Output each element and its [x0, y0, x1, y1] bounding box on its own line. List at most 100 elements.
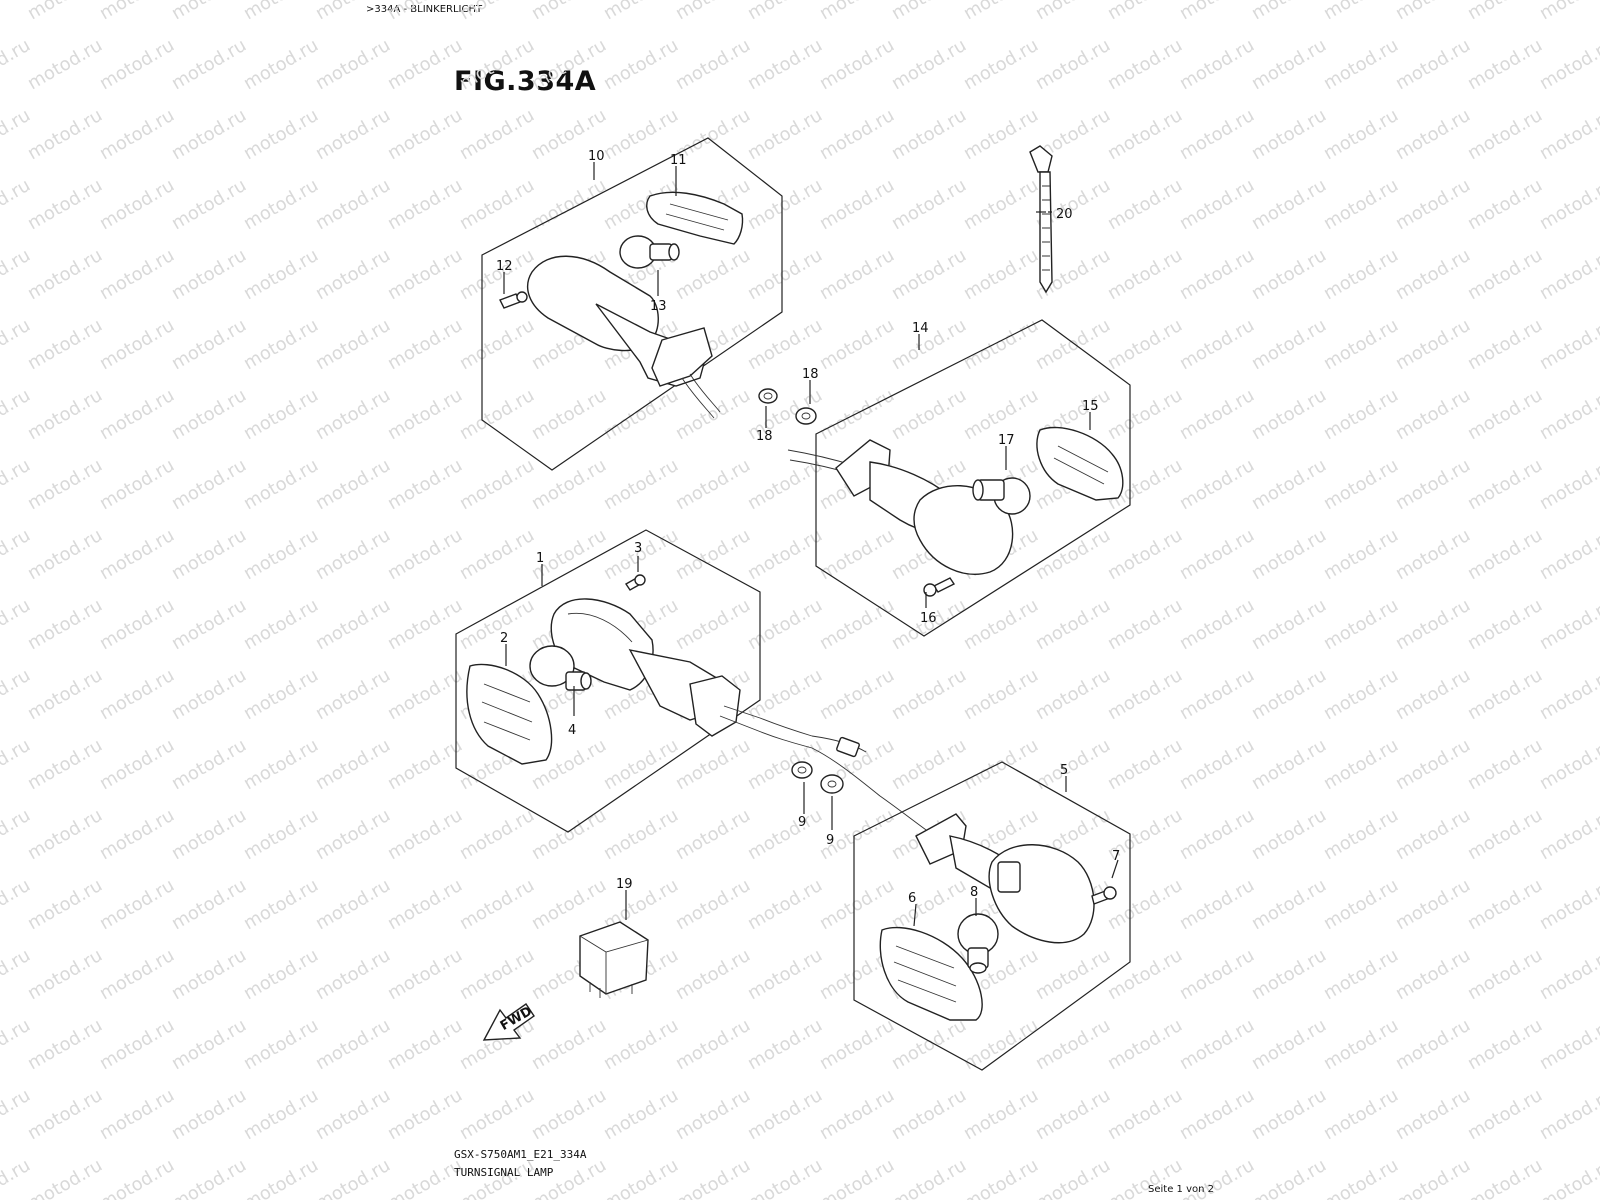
watermark-text: motod.ru	[1104, 945, 1186, 1004]
callout-20: 20	[1056, 207, 1073, 222]
watermark-text: motod.ru	[384, 595, 466, 654]
watermark-text: motod.ru	[672, 735, 754, 794]
watermark-text: motod.ru	[1392, 525, 1474, 584]
watermark-text: motod.ru	[384, 525, 466, 584]
watermark-text: motod.ru	[888, 245, 970, 304]
watermark-text: motod.ru	[528, 875, 610, 934]
watermark-text: motod.ru	[600, 385, 682, 444]
watermark-text: motod.ru	[1176, 805, 1258, 864]
watermark-text: motod.ru	[240, 245, 322, 304]
watermark-text: motod.ru	[1464, 1155, 1546, 1200]
watermark-text: motod.ru	[96, 105, 178, 164]
watermark-text: motod.ru	[1536, 105, 1600, 164]
callout-17: 17	[998, 433, 1015, 448]
watermark-text: motod.ru	[888, 175, 970, 234]
watermark-text: motod.ru	[1392, 35, 1474, 94]
watermark-text: motod.ru	[1176, 1015, 1258, 1074]
watermark-text: motod.ru	[1320, 665, 1402, 724]
watermark-text: motod.ru	[168, 315, 250, 374]
watermark-text: motod.ru	[312, 945, 394, 1004]
watermark-text: motod.ru	[816, 245, 898, 304]
callout-10: 10	[588, 149, 605, 164]
callout-16: 16	[920, 611, 937, 626]
watermark-text: motod.ru	[1176, 525, 1258, 584]
watermark-text: motod.ru	[744, 945, 826, 1004]
watermark-text: motod.ru	[1536, 315, 1600, 374]
watermark-text: motod.ru	[456, 805, 538, 864]
watermark-text: motod.ru	[672, 525, 754, 584]
watermark-text: motod.ru	[1248, 805, 1330, 864]
callout-18b: 18	[756, 429, 773, 444]
watermark-text: motod.ru	[1320, 805, 1402, 864]
watermark-text: motod.ru	[312, 805, 394, 864]
watermark-text: motod.ru	[168, 245, 250, 304]
watermark-text: motod.ru	[528, 35, 610, 94]
watermark-text: motod.ru	[1248, 455, 1330, 514]
watermark-text: motod.ru	[816, 175, 898, 234]
watermark-text: motod.ru	[24, 245, 106, 304]
watermark-text: motod.ru	[24, 175, 106, 234]
watermark-text: motod.ru	[168, 1155, 250, 1200]
watermark-text: motod.ru	[672, 805, 754, 864]
watermark-text: motod.ru	[1032, 1015, 1114, 1074]
watermark-text: motod.ru	[816, 875, 898, 934]
watermark-text: motod.ru	[600, 0, 682, 24]
watermark-text: motod.ru	[240, 175, 322, 234]
callout-14: 14	[912, 321, 929, 336]
watermark-text: motod.ru	[816, 315, 898, 374]
watermark-text: motod.ru	[672, 385, 754, 444]
figure-title: FIG.334A	[454, 66, 597, 97]
watermark-text: motod.ru	[456, 875, 538, 934]
watermark-text: motod.ru	[96, 595, 178, 654]
watermark-text: motod.ru	[312, 0, 394, 24]
callout-labels: 10 11 12 13 14 15 16 17 18 18 20 1 2 3 4…	[496, 149, 1120, 906]
watermark-text: motod.ru	[744, 665, 826, 724]
watermark-text: motod.ru	[1536, 945, 1600, 1004]
watermark-text: motod.ru	[1536, 35, 1600, 94]
watermark-text: motod.ru	[312, 875, 394, 934]
watermark-text: motod.ru	[1320, 1015, 1402, 1074]
watermark-text: motod.ru	[312, 455, 394, 514]
watermark-text: motod.ru	[312, 1155, 394, 1200]
watermark-text: motod.ru	[240, 35, 322, 94]
watermark-text: motod.ru	[1392, 105, 1474, 164]
callout-2: 2	[500, 631, 508, 646]
watermark-text: motod.ru	[240, 735, 322, 794]
watermark-text: motod.ru	[600, 1085, 682, 1144]
watermark-text: motod.ru	[672, 1085, 754, 1144]
watermark-text: motod.ru	[672, 0, 754, 24]
watermark-text: motod.ru	[456, 35, 538, 94]
watermark-text: motod.ru	[312, 665, 394, 724]
watermark-text: motod.ru	[1536, 385, 1600, 444]
callout-15: 15	[1082, 399, 1099, 414]
watermark-text: motod.ru	[600, 35, 682, 94]
bulb-4	[529, 645, 575, 687]
watermark-text: motod.ru	[744, 1085, 826, 1144]
watermark-text: motod.ru	[1536, 875, 1600, 934]
watermark-text: motod.ru	[1464, 805, 1546, 864]
watermark-text: motod.ru	[1176, 735, 1258, 794]
watermark-text: motod.ru	[1320, 595, 1402, 654]
watermark-text: motod.ru	[1464, 0, 1546, 24]
watermark-text: motod.ru	[384, 105, 466, 164]
watermark-text: motod.ru	[672, 875, 754, 934]
watermark-text: motod.ru	[600, 1155, 682, 1200]
watermark-text: motod.ru	[24, 105, 106, 164]
watermark-text: motod.ru	[312, 105, 394, 164]
watermark-text: motod.ru	[1320, 525, 1402, 584]
watermark-text: motod.ru	[1464, 245, 1546, 304]
watermark-text: motod.ru	[312, 245, 394, 304]
watermark-text: motod.ru	[24, 1085, 106, 1144]
front-turnsignal-left	[466, 574, 941, 841]
watermark-text: motod.ru	[168, 945, 250, 1004]
watermark-text: motod.ru	[744, 105, 826, 164]
watermark-text: motod.ru	[528, 455, 610, 514]
watermark-text: motod.ru	[960, 1085, 1042, 1144]
callout-13: 13	[650, 299, 667, 314]
watermark-text: motod.ru	[1104, 315, 1186, 374]
watermark-text: motod.ru	[1248, 735, 1330, 794]
watermark-text: motod.ru	[744, 175, 826, 234]
watermark-text: motod.ru	[816, 1085, 898, 1144]
watermark-text: motod.ru	[1320, 455, 1402, 514]
watermark-text: motod.ru	[1536, 1155, 1600, 1200]
